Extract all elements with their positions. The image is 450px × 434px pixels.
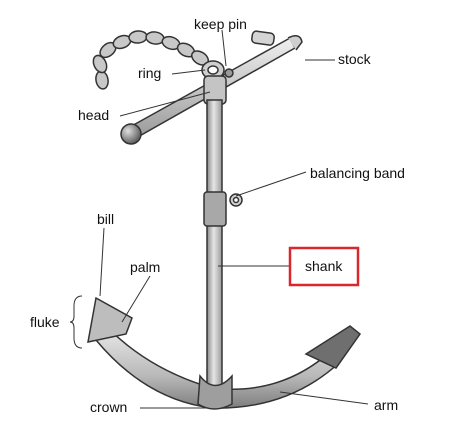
leader-lines (69, 29, 369, 409)
label-keep-pin: keep pin (194, 16, 247, 32)
label-palm: palm (130, 259, 160, 275)
label-bill: bill (97, 211, 114, 227)
label-fluke: fluke (30, 314, 60, 330)
label-arm: arm (374, 397, 398, 413)
shank-highlight-box (288, 246, 360, 287)
label-head: head (78, 107, 109, 123)
label-balancing-band: balancing band (310, 165, 405, 181)
head-shape (203, 68, 234, 105)
fluke-left (87, 296, 133, 343)
shank-shape (206, 99, 223, 391)
chain (92, 30, 210, 90)
label-stock: stock (338, 51, 372, 67)
label-crown: crown (90, 399, 127, 415)
fluke-right (304, 325, 362, 369)
label-shank: shank (305, 258, 343, 274)
balancing-band-shape (203, 191, 243, 227)
label-ring: ring (138, 65, 161, 81)
